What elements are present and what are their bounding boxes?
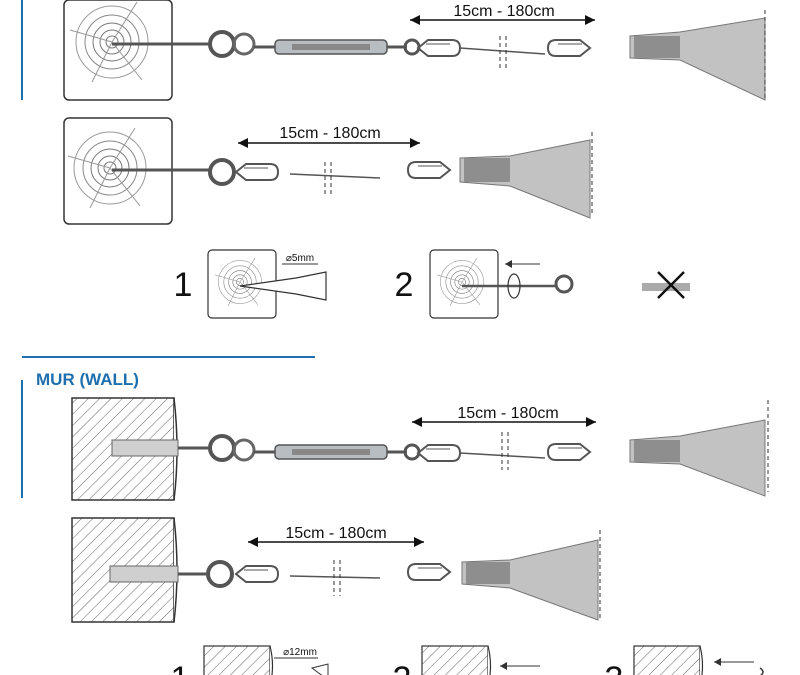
turnbuckle-icon [254, 39, 407, 55]
sail-corner-icon [629, 17, 766, 101]
drill-bit-icon [310, 663, 329, 675]
sail-corner-icon [629, 419, 766, 497]
wood-block-icon [429, 249, 499, 319]
drill-bit-icon [239, 271, 327, 301]
rotate-arrow-icon [759, 667, 764, 675]
drill-diameter: ⌀12mm [283, 647, 317, 658]
row2-assembly: 15cm - 180cm [63, 117, 593, 225]
sail-corner-icon [461, 539, 599, 621]
wire-rope-icon [459, 47, 546, 55]
row1-assembly: 15cm - 180cm [63, 0, 766, 101]
drill-diameter: ⌀5mm [286, 253, 314, 264]
snap-hook-icon [235, 163, 279, 181]
wall-block-icon [633, 645, 701, 675]
dimension-label: 15cm - 180cm [285, 525, 386, 542]
turnbuckle-icon [254, 444, 407, 460]
wood-steps: 1 ⌀5mm 2 [174, 249, 690, 319]
wall-plug-icon [111, 439, 179, 457]
wall-plug-icon [109, 565, 179, 583]
rotate-arrow-icon [507, 273, 521, 299]
step-number: 2 [395, 266, 414, 304]
step-number: 1 [171, 660, 190, 675]
dimension-label: 15cm - 180cm [279, 125, 380, 142]
wall-block-icon [421, 645, 489, 675]
dimension-label: 15cm - 180cm [453, 3, 554, 20]
section-title-wall: MUR (WALL) [36, 370, 139, 389]
snap-hook-icon [417, 444, 461, 462]
step-number: 2 [393, 660, 412, 675]
snap-hook-icon [235, 565, 279, 583]
wall-plug-icon [642, 283, 690, 291]
wire-rope-icon [289, 575, 381, 579]
wall-steps: 1 ⌀12mm 2 3 [171, 645, 764, 675]
step-number: 1 [174, 266, 193, 304]
wire-rope-icon [289, 173, 381, 179]
dimension-label: 15cm - 180cm [457, 405, 558, 422]
snap-hook-icon [417, 39, 461, 57]
row4-assembly: 15cm - 180cm [71, 517, 601, 623]
step-number: 3 [605, 660, 624, 675]
row3-assembly: 15cm - 180cm [71, 397, 769, 501]
wall-block-icon [203, 645, 271, 675]
cross-icon [642, 271, 690, 299]
